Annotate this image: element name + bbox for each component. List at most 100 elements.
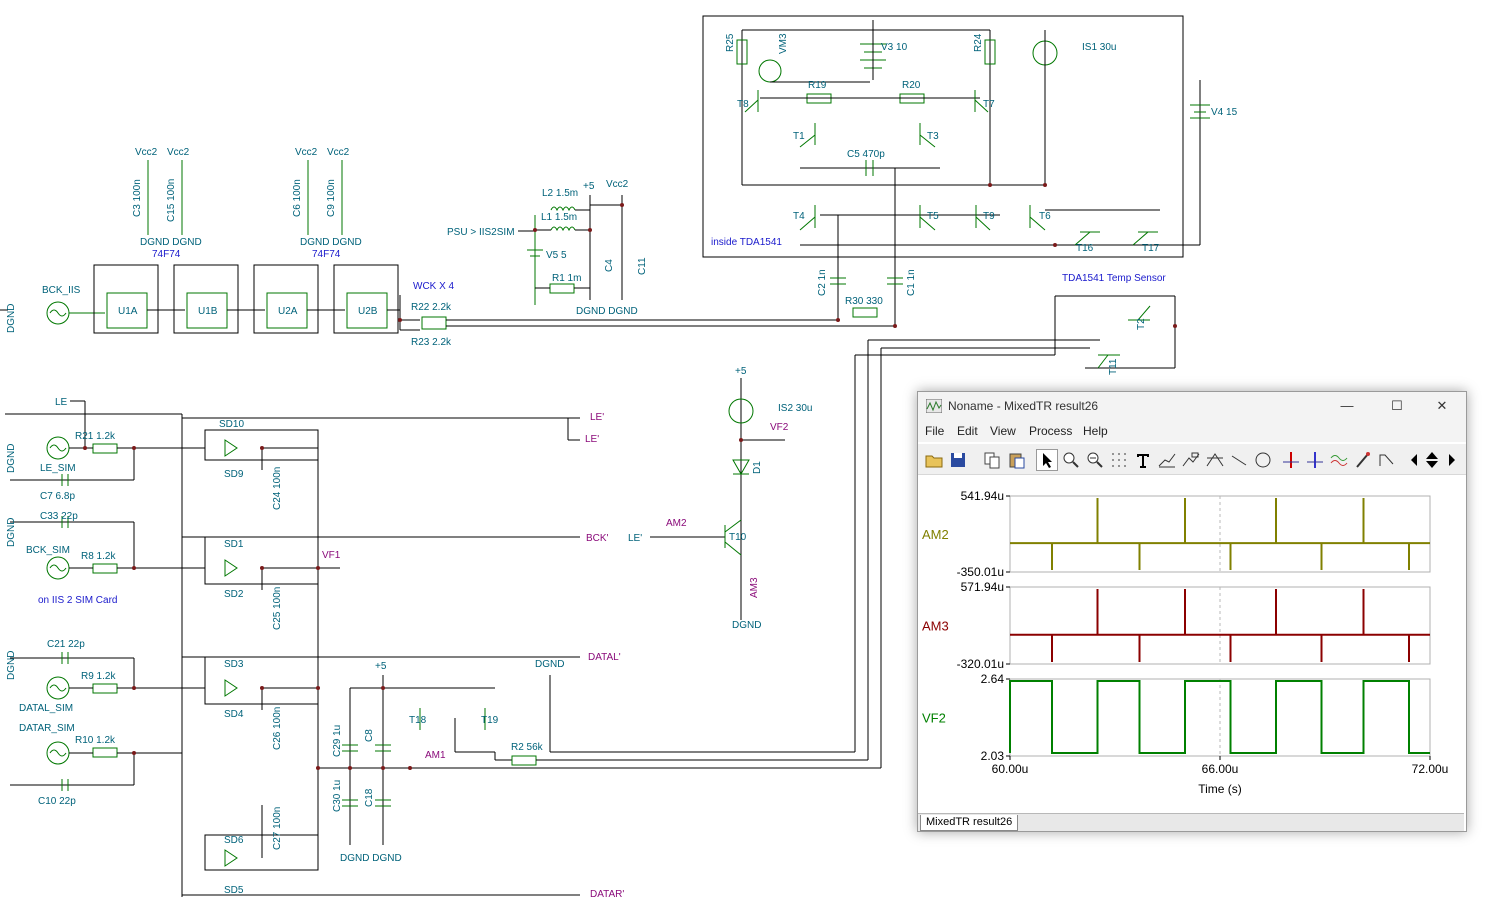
schematic-label: inside TDA1541 — [711, 237, 782, 248]
menu-process[interactable]: Process — [1029, 424, 1073, 438]
cursor-b-icon[interactable] — [1304, 449, 1326, 471]
probe-icon[interactable] — [1352, 449, 1374, 471]
schematic-label: IS1 30u — [1082, 42, 1116, 53]
schematic-label: +5 — [583, 181, 595, 192]
schematic-label: C7 6.8p — [40, 491, 75, 502]
save-icon[interactable] — [947, 449, 969, 471]
y-max-label: 571.94u — [961, 580, 1004, 594]
scroll-updown-icon[interactable] — [1423, 449, 1441, 471]
minimize-button[interactable]: — — [1340, 398, 1354, 413]
schematic-label: V4 15 — [1211, 107, 1238, 118]
schematic-label: 74F74 — [312, 249, 341, 260]
schematic-label: T8 — [737, 99, 749, 110]
schematic-label: LE' — [585, 434, 599, 445]
zoom-100-icon[interactable] — [1084, 449, 1106, 471]
title-bar[interactable]: Noname - MixedTR result26 — ☐ ✕ — [918, 392, 1466, 420]
line-icon[interactable] — [1228, 449, 1250, 471]
temp-sensor — [854, 295, 1176, 768]
schematic-label: DGND — [732, 620, 761, 631]
circle-icon[interactable] — [1252, 449, 1274, 471]
menu-edit[interactable]: Edit — [957, 424, 978, 438]
schematic-label: C18 — [364, 788, 375, 807]
schematic-label: PSU > IIS2SIM — [447, 227, 515, 238]
text-icon[interactable] — [1132, 449, 1154, 471]
schematic-label: R25 — [725, 33, 736, 52]
schematic-label: U2A — [278, 306, 298, 317]
schematic-label: Vcc2 — [167, 147, 190, 158]
schematic-label: IS2 30u — [778, 403, 812, 414]
schematic-label: VF1 — [322, 550, 341, 561]
schematic-label: L2 1.5m — [542, 188, 578, 199]
tag-icon[interactable] — [1180, 449, 1202, 471]
schematic-label: SD9 — [224, 469, 244, 480]
waveform-plot[interactable]: 541.94u-350.01uAM2571.94u-320.01uAM32.64… — [918, 474, 1464, 814]
schematic-label: DATAL' — [588, 652, 621, 663]
schematic-label: DGND DGND — [300, 237, 362, 248]
schematic-label: Vcc2 — [327, 147, 350, 158]
menu-file[interactable]: File — [925, 424, 945, 438]
schematic-label: C30 1u — [332, 780, 343, 812]
schematic-label: C10 22p — [38, 796, 76, 807]
schematic-label: C21 22p — [47, 639, 85, 650]
schematic-label: T18 — [409, 715, 427, 726]
schematic-label: +5 — [375, 661, 387, 672]
menu-bar: File Edit View Process Help — [918, 420, 1466, 442]
schematic-label: Vcc2 — [295, 147, 318, 158]
schematic-label: R24 — [973, 33, 984, 52]
maximize-button[interactable]: ☐ — [1391, 398, 1403, 413]
is2-section — [650, 378, 785, 620]
zoom-in-icon[interactable] — [1060, 449, 1082, 471]
open-icon[interactable] — [923, 449, 945, 471]
tab-result[interactable]: MixedTR result26 — [920, 815, 1019, 831]
schematic-label: SD5 — [224, 885, 244, 896]
trace-name: AM2 — [922, 527, 949, 542]
schematic-label: DGND DGND — [140, 237, 202, 248]
y-min-label: -320.01u — [957, 657, 1004, 671]
paste-icon[interactable] — [1006, 449, 1028, 471]
result-window[interactable]: Noname - MixedTR result26 — ☐ ✕ File Edi… — [917, 391, 1467, 832]
schematic-label: DGND — [6, 444, 17, 473]
menu-help[interactable]: Help — [1083, 424, 1108, 438]
schematic-label: BCK' — [586, 533, 609, 544]
schematic-label: T16 — [1076, 243, 1094, 254]
schematic-label: C25 100n — [272, 587, 283, 630]
schematic-label: C5 470p — [847, 149, 885, 160]
schematic-label: R20 — [902, 80, 921, 91]
schematic-label: WCK X 4 — [413, 281, 455, 292]
schematic-label: SD4 — [224, 709, 244, 720]
schematic-label: T11 — [1108, 358, 1119, 375]
schematic-label: AM2 — [666, 518, 687, 529]
junction-dots — [83, 183, 1177, 770]
schematic-label: DGND — [6, 651, 17, 680]
schematic-label: R9 1.2k — [81, 671, 116, 682]
copy-icon[interactable] — [981, 449, 1003, 471]
schematic-label: T17 — [1142, 243, 1160, 254]
schematic-label: C3 100n — [132, 179, 143, 217]
grid-icon[interactable] — [1108, 449, 1130, 471]
flipflop-chain — [0, 160, 895, 334]
schematic-label: SD6 — [224, 835, 244, 846]
schematic-label: R23 2.2k — [411, 337, 452, 348]
schematic-label: BCK_SIM — [26, 545, 70, 556]
schematic-label: C9 100n — [326, 179, 337, 217]
pointer-icon[interactable] — [1036, 449, 1058, 471]
cursor-a-icon[interactable] — [1280, 449, 1302, 471]
schematic-label: T2 — [1136, 318, 1147, 330]
schematic-label: C2 1n — [817, 269, 828, 296]
schematic-label: R10 1.2k — [75, 735, 116, 746]
annotate-icon[interactable] — [1156, 449, 1178, 471]
scroll-left-icon[interactable] — [1406, 449, 1422, 471]
schematic-label: Vcc2 — [606, 179, 629, 190]
close-button[interactable]: ✕ — [1436, 398, 1448, 413]
y-min-label: -350.01u — [957, 565, 1004, 579]
schematic-label: V3 10 — [881, 42, 908, 53]
schematic-label: L1 1.5m — [541, 212, 577, 223]
cursor-icon[interactable] — [1204, 449, 1226, 471]
menu-view[interactable]: View — [990, 424, 1016, 438]
schematic-label: U1B — [198, 306, 218, 317]
step-icon[interactable] — [1376, 449, 1398, 471]
scroll-right-icon[interactable] — [1444, 449, 1460, 471]
waves-icon[interactable] — [1328, 449, 1350, 471]
